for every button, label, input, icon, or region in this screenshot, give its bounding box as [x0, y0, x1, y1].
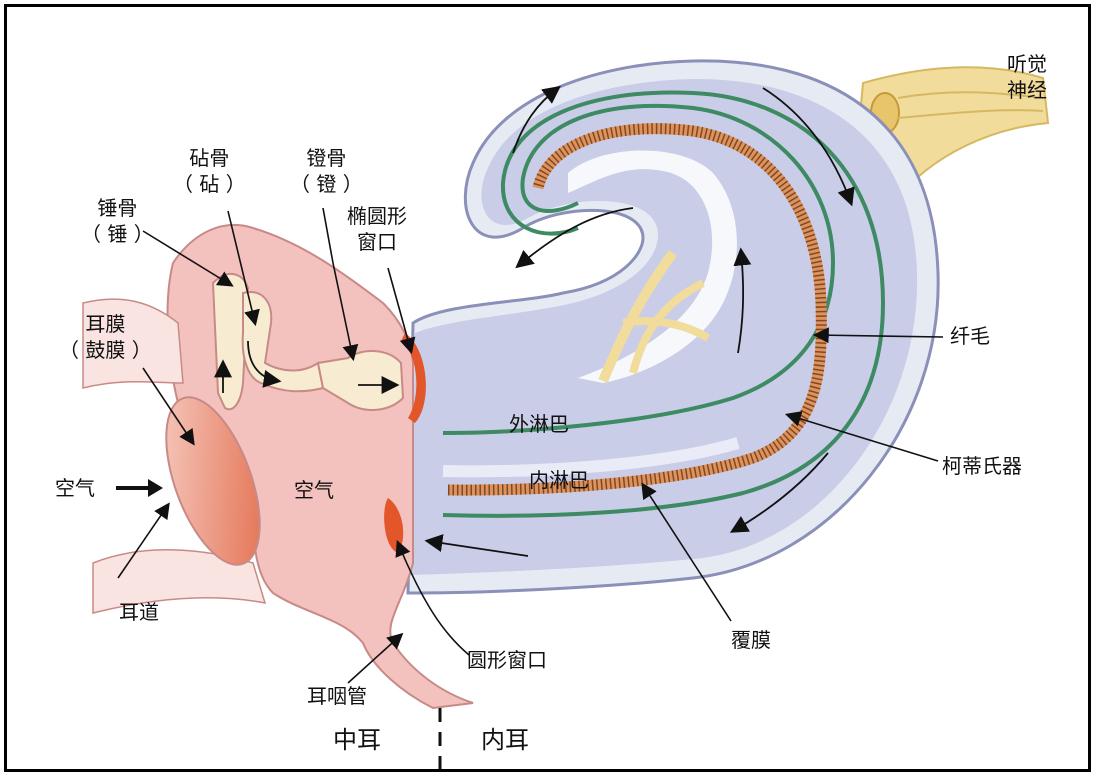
label-air-middle: 空气: [294, 477, 334, 503]
label-air-outer: 空气: [55, 475, 95, 501]
oval-window-line2: 窗口: [347, 229, 407, 255]
hammer-line1: 锤骨: [81, 195, 154, 221]
label-ear-canal: 耳道: [119, 599, 159, 625]
label-cilia: 纤毛: [950, 323, 990, 349]
air-arrow: [116, 479, 163, 497]
label-middle-ear: 中耳: [333, 727, 381, 753]
label-perilymph: 外淋巴: [509, 411, 569, 437]
eardrum-line1: 耳膜: [59, 311, 152, 337]
label-inner-ear: 内耳: [481, 727, 529, 753]
auditory-nerve-line1: 听觉: [1007, 51, 1047, 77]
stirrup-line2: （ 镫 ）: [290, 171, 363, 197]
auditory-nerve-line2: 神经: [1007, 77, 1047, 103]
diagram-frame: 听觉 神经 砧骨 （ 砧 ） 镫骨 （ 镫 ） 锤骨 （ 锤 ） 椭圆形 窗口 …: [4, 4, 1091, 772]
label-round-window: 圆形窗口: [467, 647, 547, 673]
label-hammer: 锤骨 （ 锤 ）: [81, 195, 154, 247]
label-auditory-nerve: 听觉 神经: [1007, 51, 1047, 103]
oval-window-line1: 椭圆形: [347, 203, 407, 229]
label-anvil: 砧骨 （ 砧 ）: [173, 145, 246, 197]
label-eustachian-tube: 耳咽管: [307, 683, 367, 709]
label-tectorial-membrane: 覆膜: [731, 627, 771, 653]
hammer-line2: （ 锤 ）: [81, 221, 154, 247]
label-endolymph: 内淋巴: [529, 467, 589, 493]
ear-diagram: [7, 7, 1091, 772]
stirrup-line1: 镫骨: [290, 145, 363, 171]
anvil-line1: 砧骨: [173, 145, 246, 171]
label-stirrup: 镫骨 （ 镫 ）: [290, 145, 363, 197]
label-organ-of-corti: 柯蒂氏器: [942, 453, 1022, 479]
anvil-line2: （ 砧 ）: [173, 171, 246, 197]
label-oval-window: 椭圆形 窗口: [347, 203, 407, 255]
label-eardrum: 耳膜 （ 鼓膜 ）: [59, 311, 152, 363]
eardrum-line2: （ 鼓膜 ）: [59, 337, 152, 363]
